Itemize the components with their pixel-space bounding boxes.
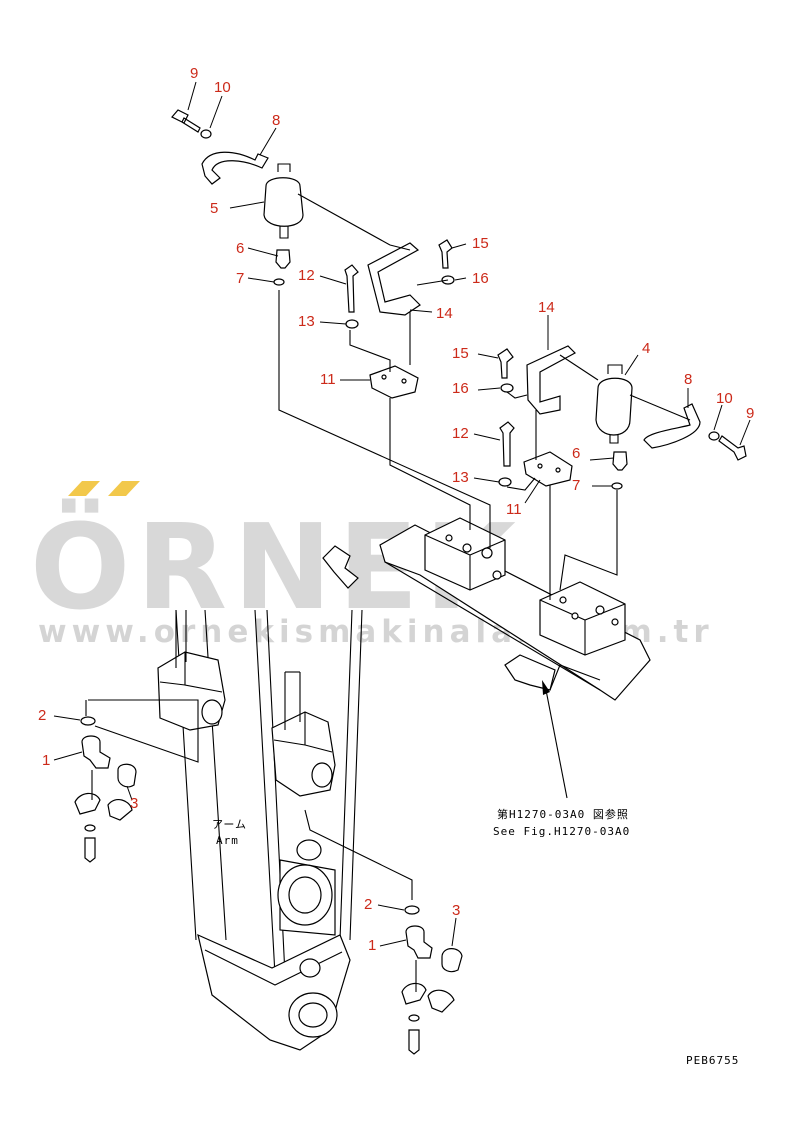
fitting-6-right xyxy=(612,451,628,471)
callout-15: 15 xyxy=(472,235,489,252)
right-hose-fitting xyxy=(504,654,556,691)
o-ring-7-left xyxy=(273,278,285,286)
callout-7: 7 xyxy=(572,477,580,494)
callout-10: 10 xyxy=(214,79,231,96)
accumulator-manifold-assembly xyxy=(322,517,651,701)
drawing-code: PEB6755 xyxy=(686,1054,739,1067)
bolt-15-lower xyxy=(497,348,514,379)
callout-leaders xyxy=(53,81,751,947)
bolt-9-right xyxy=(718,435,747,461)
elbow-1-left xyxy=(81,735,111,769)
reference-arrow xyxy=(542,680,568,799)
washer-13-upper xyxy=(345,319,359,329)
half-clamp-left xyxy=(74,792,133,821)
callout-3: 3 xyxy=(130,795,138,812)
left-accumulator-group xyxy=(171,109,491,548)
washer-16-lower xyxy=(500,383,514,393)
callout-13: 13 xyxy=(298,313,315,330)
split-flange-3-left xyxy=(117,763,137,788)
washer-10-left xyxy=(200,129,212,139)
callout-2: 2 xyxy=(38,707,46,724)
reference-note-en: See Fig.H1270-03A0 xyxy=(493,825,630,838)
bracket-14-lower xyxy=(526,345,576,415)
bracket-14-upper xyxy=(367,242,421,316)
fitting-6-left xyxy=(275,249,291,269)
reference-note-jp: 第H1270-03A0 図参照 xyxy=(497,807,629,821)
callout-4: 4 xyxy=(642,340,650,357)
callout-6: 6 xyxy=(236,240,244,257)
band-8-left xyxy=(201,151,269,185)
o-ring-2-left xyxy=(80,716,96,726)
bolt-12-lower xyxy=(499,421,515,467)
callout-2: 2 xyxy=(364,896,372,913)
watermark-accent-right xyxy=(108,481,140,496)
callout-1: 1 xyxy=(42,752,50,769)
callout-14: 14 xyxy=(436,305,453,322)
callout-16: 16 xyxy=(472,270,489,287)
callout-12: 12 xyxy=(452,425,469,442)
plate-11-lower xyxy=(523,451,573,487)
left-hose-fitting xyxy=(322,545,359,589)
callout-numbers: 9 10 8 5 6 7 15 16 12 14 13 11 14 15 4 1… xyxy=(38,65,754,954)
bolt-9-left xyxy=(171,109,201,133)
callout-5: 5 xyxy=(210,200,218,217)
bolt-15-upper xyxy=(438,239,453,269)
half-clamp-right xyxy=(401,982,455,1013)
callout-11: 11 xyxy=(506,501,522,518)
callout-16: 16 xyxy=(452,380,469,397)
washer-10-right xyxy=(708,431,720,441)
band-8-right xyxy=(643,403,701,449)
right-accumulator-group xyxy=(497,345,747,600)
watermark-accent-left xyxy=(68,481,100,496)
accumulator-5 xyxy=(263,177,304,227)
callout-3: 3 xyxy=(452,902,460,919)
arm-label-jp: アーム xyxy=(212,818,247,831)
bolt-lower-left xyxy=(84,837,96,863)
callout-11: 11 xyxy=(320,371,336,388)
callout-12: 12 xyxy=(298,267,315,284)
callout-7: 7 xyxy=(236,270,244,287)
callout-15: 15 xyxy=(452,345,469,362)
plate-11-upper xyxy=(369,365,419,399)
bolt-lower-right xyxy=(408,1029,420,1055)
lower-left-fitting-group xyxy=(74,699,199,863)
callout-10: 10 xyxy=(716,390,733,407)
o-ring-7-right xyxy=(611,482,623,490)
lower-right-fitting-group xyxy=(304,809,463,1055)
accumulator-4 xyxy=(595,377,633,436)
elbow-1-right xyxy=(405,925,433,959)
o-ring-2-right xyxy=(404,905,420,915)
callout-9: 9 xyxy=(190,65,198,82)
callout-8: 8 xyxy=(272,112,280,129)
arm-structure xyxy=(157,609,363,1051)
valve-block-upper xyxy=(424,517,506,591)
washer-13-lower xyxy=(498,477,512,487)
bolt-12-upper xyxy=(344,264,359,313)
split-flange-3-right xyxy=(441,948,463,973)
callout-9: 9 xyxy=(746,405,754,422)
callout-13: 13 xyxy=(452,469,469,486)
callout-1: 1 xyxy=(368,937,376,954)
callout-14: 14 xyxy=(538,299,555,316)
callout-6: 6 xyxy=(572,445,580,462)
callout-8: 8 xyxy=(684,371,692,388)
arm-label-en: Arm xyxy=(216,834,239,847)
